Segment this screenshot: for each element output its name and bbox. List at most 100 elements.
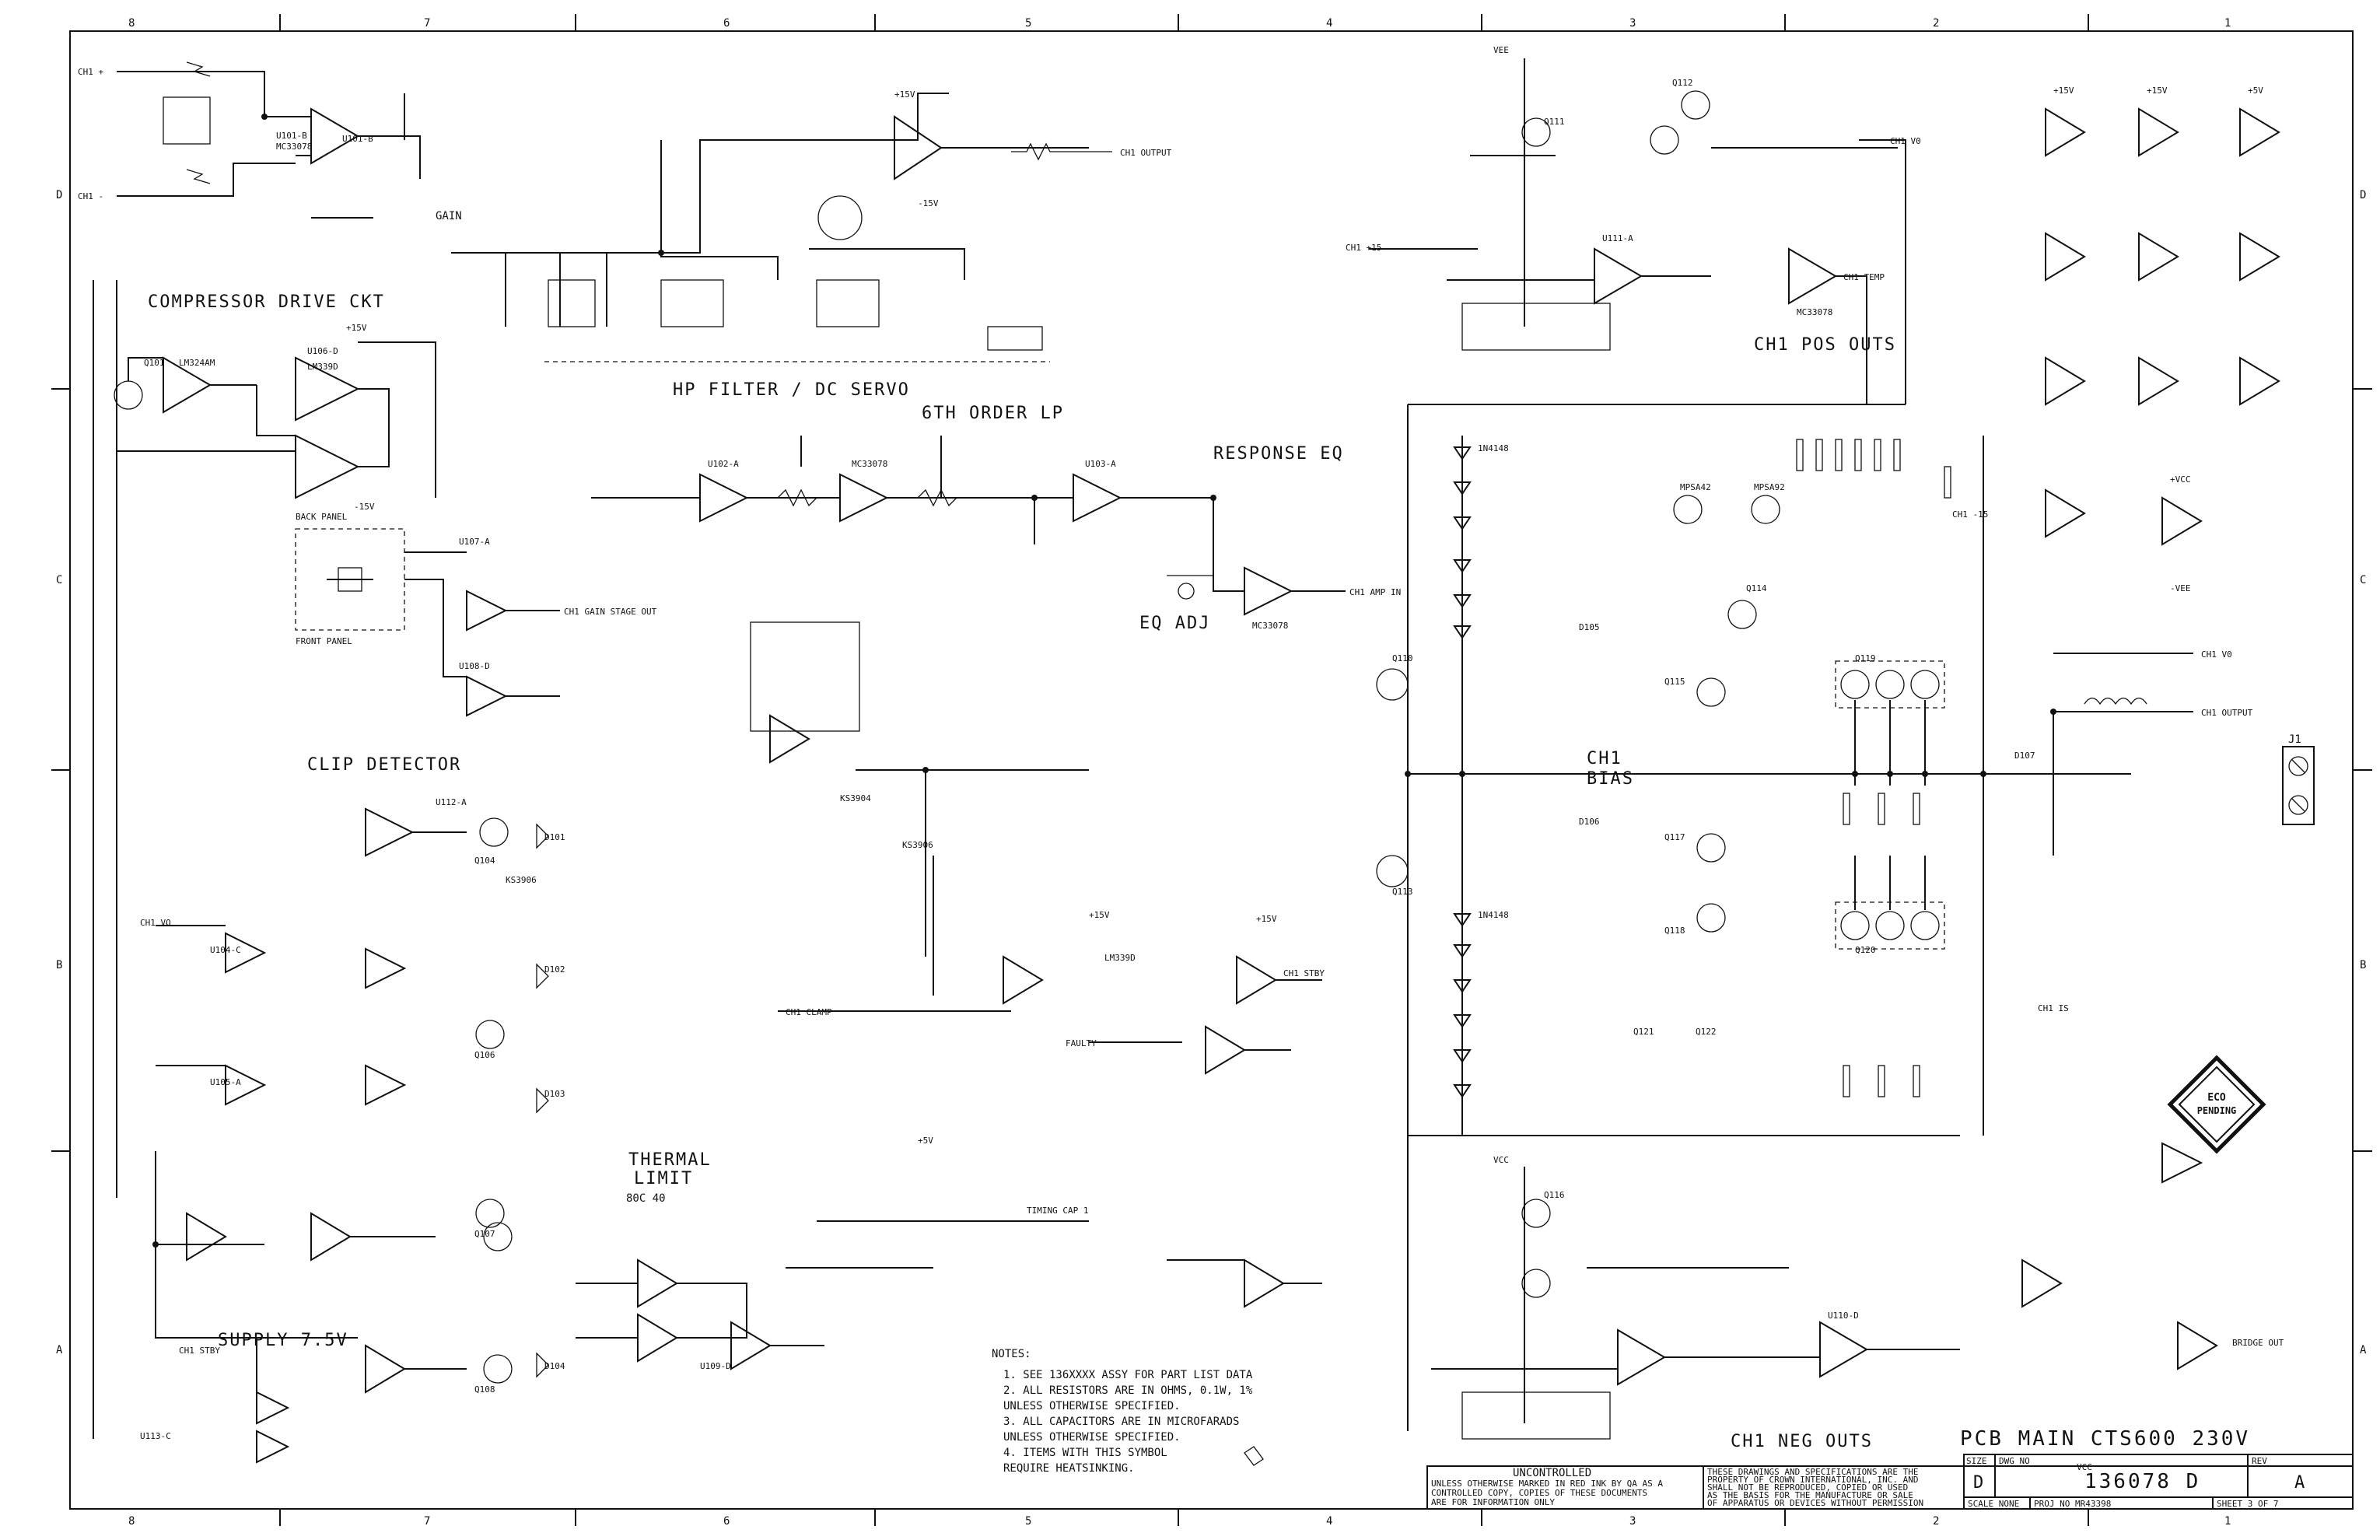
svg-text:CONTROLLED COPY, COPIES OF THE: CONTROLLED COPY, COPIES OF THESE DOCUMEN… — [1431, 1488, 1647, 1498]
col-label: 2 — [1933, 1515, 1939, 1528]
svg-text:+5V: +5V — [2248, 86, 2263, 96]
lp-filter-chain: CH1 AMP IN U102-A MC33078 U103-A MC33078 — [591, 436, 1401, 631]
svg-text:U108-D: U108-D — [459, 661, 490, 671]
svg-text:Q104: Q104 — [474, 856, 495, 866]
svg-text:MPSA92: MPSA92 — [1754, 482, 1785, 492]
sheet-number: SHEET 3 OF 7 — [2217, 1499, 2278, 1509]
svg-text:U101-B: U101-B — [342, 134, 373, 144]
back-panel-label: BACK PANEL — [296, 512, 348, 522]
section-title-supply: SUPPLY 7.5V — [218, 1331, 348, 1350]
junction-dots — [152, 114, 2056, 1248]
sig-gain-stage-out: CH1 GAIN STAGE OUT — [564, 607, 657, 617]
svg-text:C: C — [56, 574, 62, 586]
svg-text:U101-B: U101-B — [276, 131, 307, 141]
svg-text:VEE: VEE — [1493, 45, 1509, 55]
section-title-bias: BIAS — [1587, 769, 1634, 789]
svg-text:Q101: Q101 — [144, 358, 165, 368]
part-references: U101-B U104-C U105-A Q104 Q106 Q107 Q108… — [210, 78, 2035, 1395]
rev-value: A — [2294, 1473, 2306, 1493]
svg-text:D101: D101 — [544, 832, 565, 842]
section-title-ch1-bias: CH1 — [1587, 749, 1622, 768]
stamp-line2: PENDING — [2197, 1105, 2237, 1116]
sig-ch1-plus15: CH1 +15 — [1346, 243, 1381, 253]
svg-text:VCC: VCC — [1493, 1155, 1509, 1165]
row-labels: D C B A D C B A — [56, 189, 2367, 1356]
col-label: 5 — [1025, 17, 1031, 30]
svg-text:ARE FOR INFORMATION ONLY: ARE FOR INFORMATION ONLY — [1431, 1497, 1555, 1507]
svg-text:Q108: Q108 — [474, 1384, 495, 1395]
section-title-hp-filter: HP FILTER / DC SERVO — [673, 380, 910, 400]
pos-output-devices — [1835, 660, 1945, 786]
section-title-limit: LIMIT — [634, 1169, 693, 1188]
sig-ch1-stby-mid: CH1 STBY — [1283, 968, 1325, 978]
col-label: 5 — [1025, 1515, 1031, 1528]
sig-ch1-output: CH1 OUTPUT — [2201, 708, 2253, 718]
svg-text:Q121: Q121 — [1633, 1027, 1654, 1037]
border-ticks — [51, 14, 2372, 1526]
svg-text:MC33078: MC33078 — [852, 459, 887, 469]
svg-text:MC33078: MC33078 — [1797, 307, 1832, 317]
note-line: UNLESS OTHERWISE SPECIFIED. — [1003, 1400, 1181, 1412]
sig-ch1-clamp: CH1 CLAMP — [786, 1007, 832, 1017]
section-title-thermal: THERMAL — [628, 1150, 712, 1170]
svg-text:UNLESS OTHERWISE MARKED IN RED: UNLESS OTHERWISE MARKED IN RED INK BY QA… — [1431, 1479, 1663, 1489]
svg-text:U109-D: U109-D — [700, 1361, 731, 1371]
svg-text:Q106: Q106 — [474, 1050, 495, 1060]
section-title-response-eq: RESPONSE EQ — [1213, 444, 1344, 464]
sig-ch1-minus15: CH1 -15 — [1952, 509, 1988, 520]
svg-text:Q107: Q107 — [474, 1229, 495, 1239]
input-ch1-plus: CH1 + — [78, 67, 103, 77]
svg-text:-VEE: -VEE — [2170, 583, 2191, 593]
note-line: 1. SEE 136XXXX ASSY FOR PART LIST DATA — [1003, 1369, 1253, 1381]
svg-text:SIZE: SIZE — [1966, 1456, 1987, 1466]
svg-text:Q122: Q122 — [1696, 1027, 1717, 1037]
svg-text:Q110: Q110 — [1392, 653, 1413, 663]
svg-text:B: B — [56, 959, 62, 971]
svg-text:OF APPARATUS OR DEVICES WITHOU: OF APPARATUS OR DEVICES WITHOUT PERMISSI… — [1707, 1498, 1923, 1508]
col-label: 7 — [424, 17, 430, 30]
svg-text:U111-A: U111-A — [1602, 233, 1633, 243]
note-line: REQUIRE HEATSINKING. — [1003, 1462, 1135, 1475]
col-label: 4 — [1326, 1515, 1332, 1528]
protection-logic: CH1 CLAMP FAULTY CH1 STBY LM339D — [750, 621, 1325, 1075]
svg-text:KS3906: KS3906 — [902, 840, 933, 850]
svg-text:D105: D105 — [1579, 622, 1600, 632]
svg-text:D103: D103 — [544, 1089, 565, 1099]
svg-text:+15V: +15V — [2147, 86, 2168, 96]
sig-ch1-temp: CH1 TEMP — [1843, 272, 1885, 282]
diode-stack-upper — [1453, 446, 1472, 639]
svg-text:Q116: Q116 — [1544, 1190, 1565, 1200]
svg-text:MC33078: MC33078 — [1252, 621, 1288, 631]
input-ch1-minus: CH1 - — [78, 191, 103, 201]
svg-text:Q120: Q120 — [1855, 945, 1876, 955]
svg-text:J1: J1 — [2288, 733, 2301, 746]
svg-text:U102-A: U102-A — [708, 459, 739, 469]
note-line: 4. ITEMS WITH THIS SYMBOL — [1003, 1447, 1167, 1459]
section-title-limit-temp: 80C 40 — [626, 1192, 666, 1205]
svg-text:A: A — [56, 1344, 63, 1356]
col-label: 1 — [2224, 17, 2231, 30]
svg-text:+15V: +15V — [894, 89, 915, 100]
pos-bias-circuit: U111-A MC33078 — [1369, 58, 1898, 404]
uncontrolled-label: UNCONTROLLED — [1513, 1467, 1591, 1479]
neg-bias-circuit: U110-D — [1431, 1167, 1960, 1440]
column-labels-bottom: 8 7 6 5 4 3 2 1 — [128, 1515, 2231, 1528]
sig-ch1-is: CH1 IS — [2038, 1003, 2069, 1013]
sig-amp-in: CH1 AMP IN — [1349, 587, 1401, 597]
sig-ch1-v0: CH1 V0 — [2201, 649, 2232, 660]
eco-pending-stamp: ECO PENDING — [2167, 1055, 2266, 1154]
section-title-clip: CLIP DETECTOR — [307, 755, 461, 775]
diode-stack-lower — [1453, 913, 1472, 1098]
svg-text:D104: D104 — [544, 1361, 565, 1371]
dwg-number: 136078 D — [2084, 1470, 2200, 1493]
svg-text:Q119: Q119 — [1855, 653, 1876, 663]
section-title-6th-order: 6TH ORDER LP — [922, 404, 1064, 423]
sig-faulty: FAULTY — [1066, 1038, 1097, 1048]
note-line: 3. ALL CAPACITORS ARE IN MICROFARADS — [1003, 1416, 1239, 1428]
svg-text:SHALL NOT BE REPRODUCED, COPIE: SHALL NOT BE REPRODUCED, COPIED OR USED — [1707, 1482, 1908, 1493]
svg-text:+15V: +15V — [346, 323, 367, 333]
col-label: 4 — [1326, 17, 1332, 30]
supply-labels: VEE VCC +15V -15V +15V +15V +5V VCC — [894, 45, 2092, 1472]
svg-text:Q115: Q115 — [1664, 677, 1685, 687]
